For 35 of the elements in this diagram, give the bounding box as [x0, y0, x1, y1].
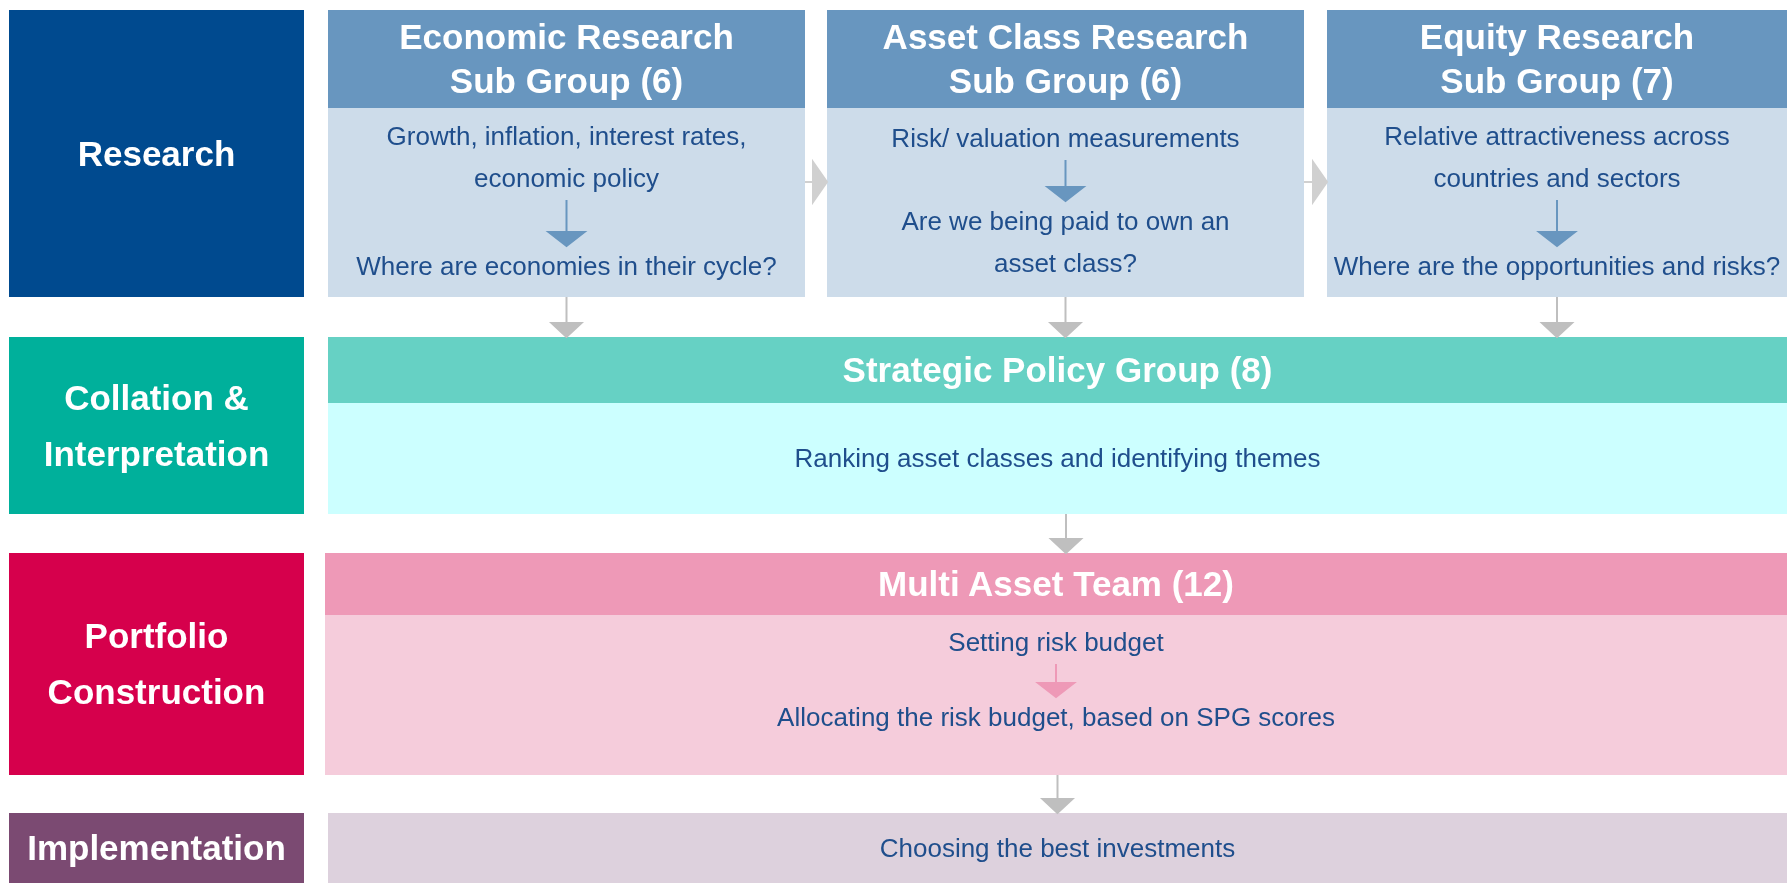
triangle-arrow	[1048, 513, 1082, 554]
triangle-arrow	[548, 296, 583, 338]
body-text: Allocating the risk budget, based on SPG scores	[777, 701, 1335, 734]
triangle-arrow	[545, 199, 586, 247]
step-panel: Choosing the best investments	[328, 813, 1787, 883]
panel-header: Equity Research Sub Group (7)	[1327, 10, 1787, 108]
body-text: Setting risk budget	[948, 626, 1164, 659]
group-panel	[1327, 10, 1787, 297]
panel-header: Asset Class Research Sub Group (6)	[827, 10, 1304, 108]
group-panel	[328, 337, 1787, 514]
body-text: Relative attractiveness across countries and sectors	[1383, 120, 1731, 195]
panel-header: Strategic Policy Group (8)	[328, 337, 1787, 403]
triangle-arrow	[1039, 774, 1074, 814]
stage-label: Collation & Interpretation	[9, 337, 304, 514]
body-text: Growth, inflation, interest rates, economic policy	[385, 120, 748, 195]
triangle-arrow	[1044, 159, 1085, 202]
triangle-arrow	[1047, 296, 1082, 338]
body-text: Are we being paid to own an asset class?	[900, 205, 1231, 280]
group-panel	[827, 10, 1304, 297]
group-panel	[328, 10, 805, 297]
stage-label: Research	[9, 10, 304, 297]
triangle-arrow	[1035, 663, 1075, 698]
chevron-arrow	[804, 161, 828, 206]
panel-header: Economic Research Sub Group (6)	[328, 10, 805, 108]
body-text: Where are economies in their cycle?	[356, 250, 777, 283]
group-panel	[325, 553, 1787, 775]
body-text: Where are the opportunities and risks?	[1333, 250, 1781, 283]
triangle-arrow	[1536, 199, 1576, 247]
body-text: Ranking asset classes and identifying themes	[794, 443, 1321, 474]
stage-label: Portfolio Construction	[9, 553, 304, 775]
body-text: Risk/ valuation measurements	[891, 122, 1240, 155]
panel-header: Multi Asset Team (12)	[325, 553, 1787, 615]
stage-label: Implementation	[9, 813, 304, 883]
chevron-arrow	[1303, 161, 1328, 206]
triangle-arrow	[1539, 296, 1573, 338]
